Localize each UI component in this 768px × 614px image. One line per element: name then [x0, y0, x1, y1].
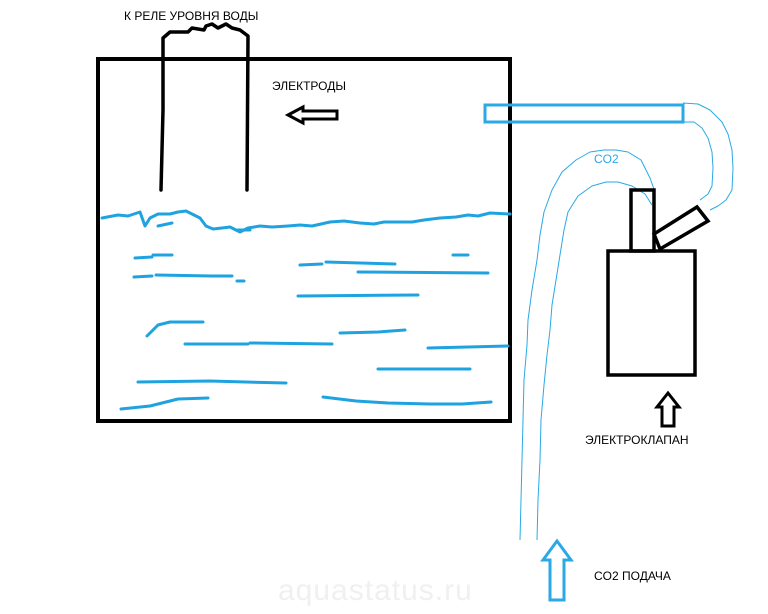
valve-body — [606, 249, 697, 377]
tank — [96, 57, 512, 423]
valve-arrow — [653, 390, 683, 428]
co2-tube-label: CO2 — [594, 152, 619, 166]
watermark-text: aquastatus.ru — [278, 574, 473, 607]
co2-inlet-bar — [483, 103, 685, 124]
valve-top-stem — [629, 188, 656, 253]
co2-supply-arrow — [540, 538, 574, 602]
water-surface — [100, 209, 512, 234]
co2-tube-upper — [682, 102, 734, 211]
co2-tube-lower — [519, 149, 656, 541]
water — [100, 209, 512, 411]
valve-side-stem — [651, 204, 711, 252]
co2-supply-label: CO2 ПОДАЧА — [594, 569, 671, 583]
electrodes-arrow — [284, 104, 339, 126]
electrodes-label: ЭЛЕКТРОДЫ — [272, 79, 346, 93]
relay-wires — [159, 22, 250, 192]
relay-label: К РЕЛЕ УРОВНЯ ВОДЫ — [124, 9, 258, 23]
solenoid-valve — [606, 188, 711, 377]
valve-label: ЭЛЕКТРОКЛАПАН — [585, 433, 689, 447]
